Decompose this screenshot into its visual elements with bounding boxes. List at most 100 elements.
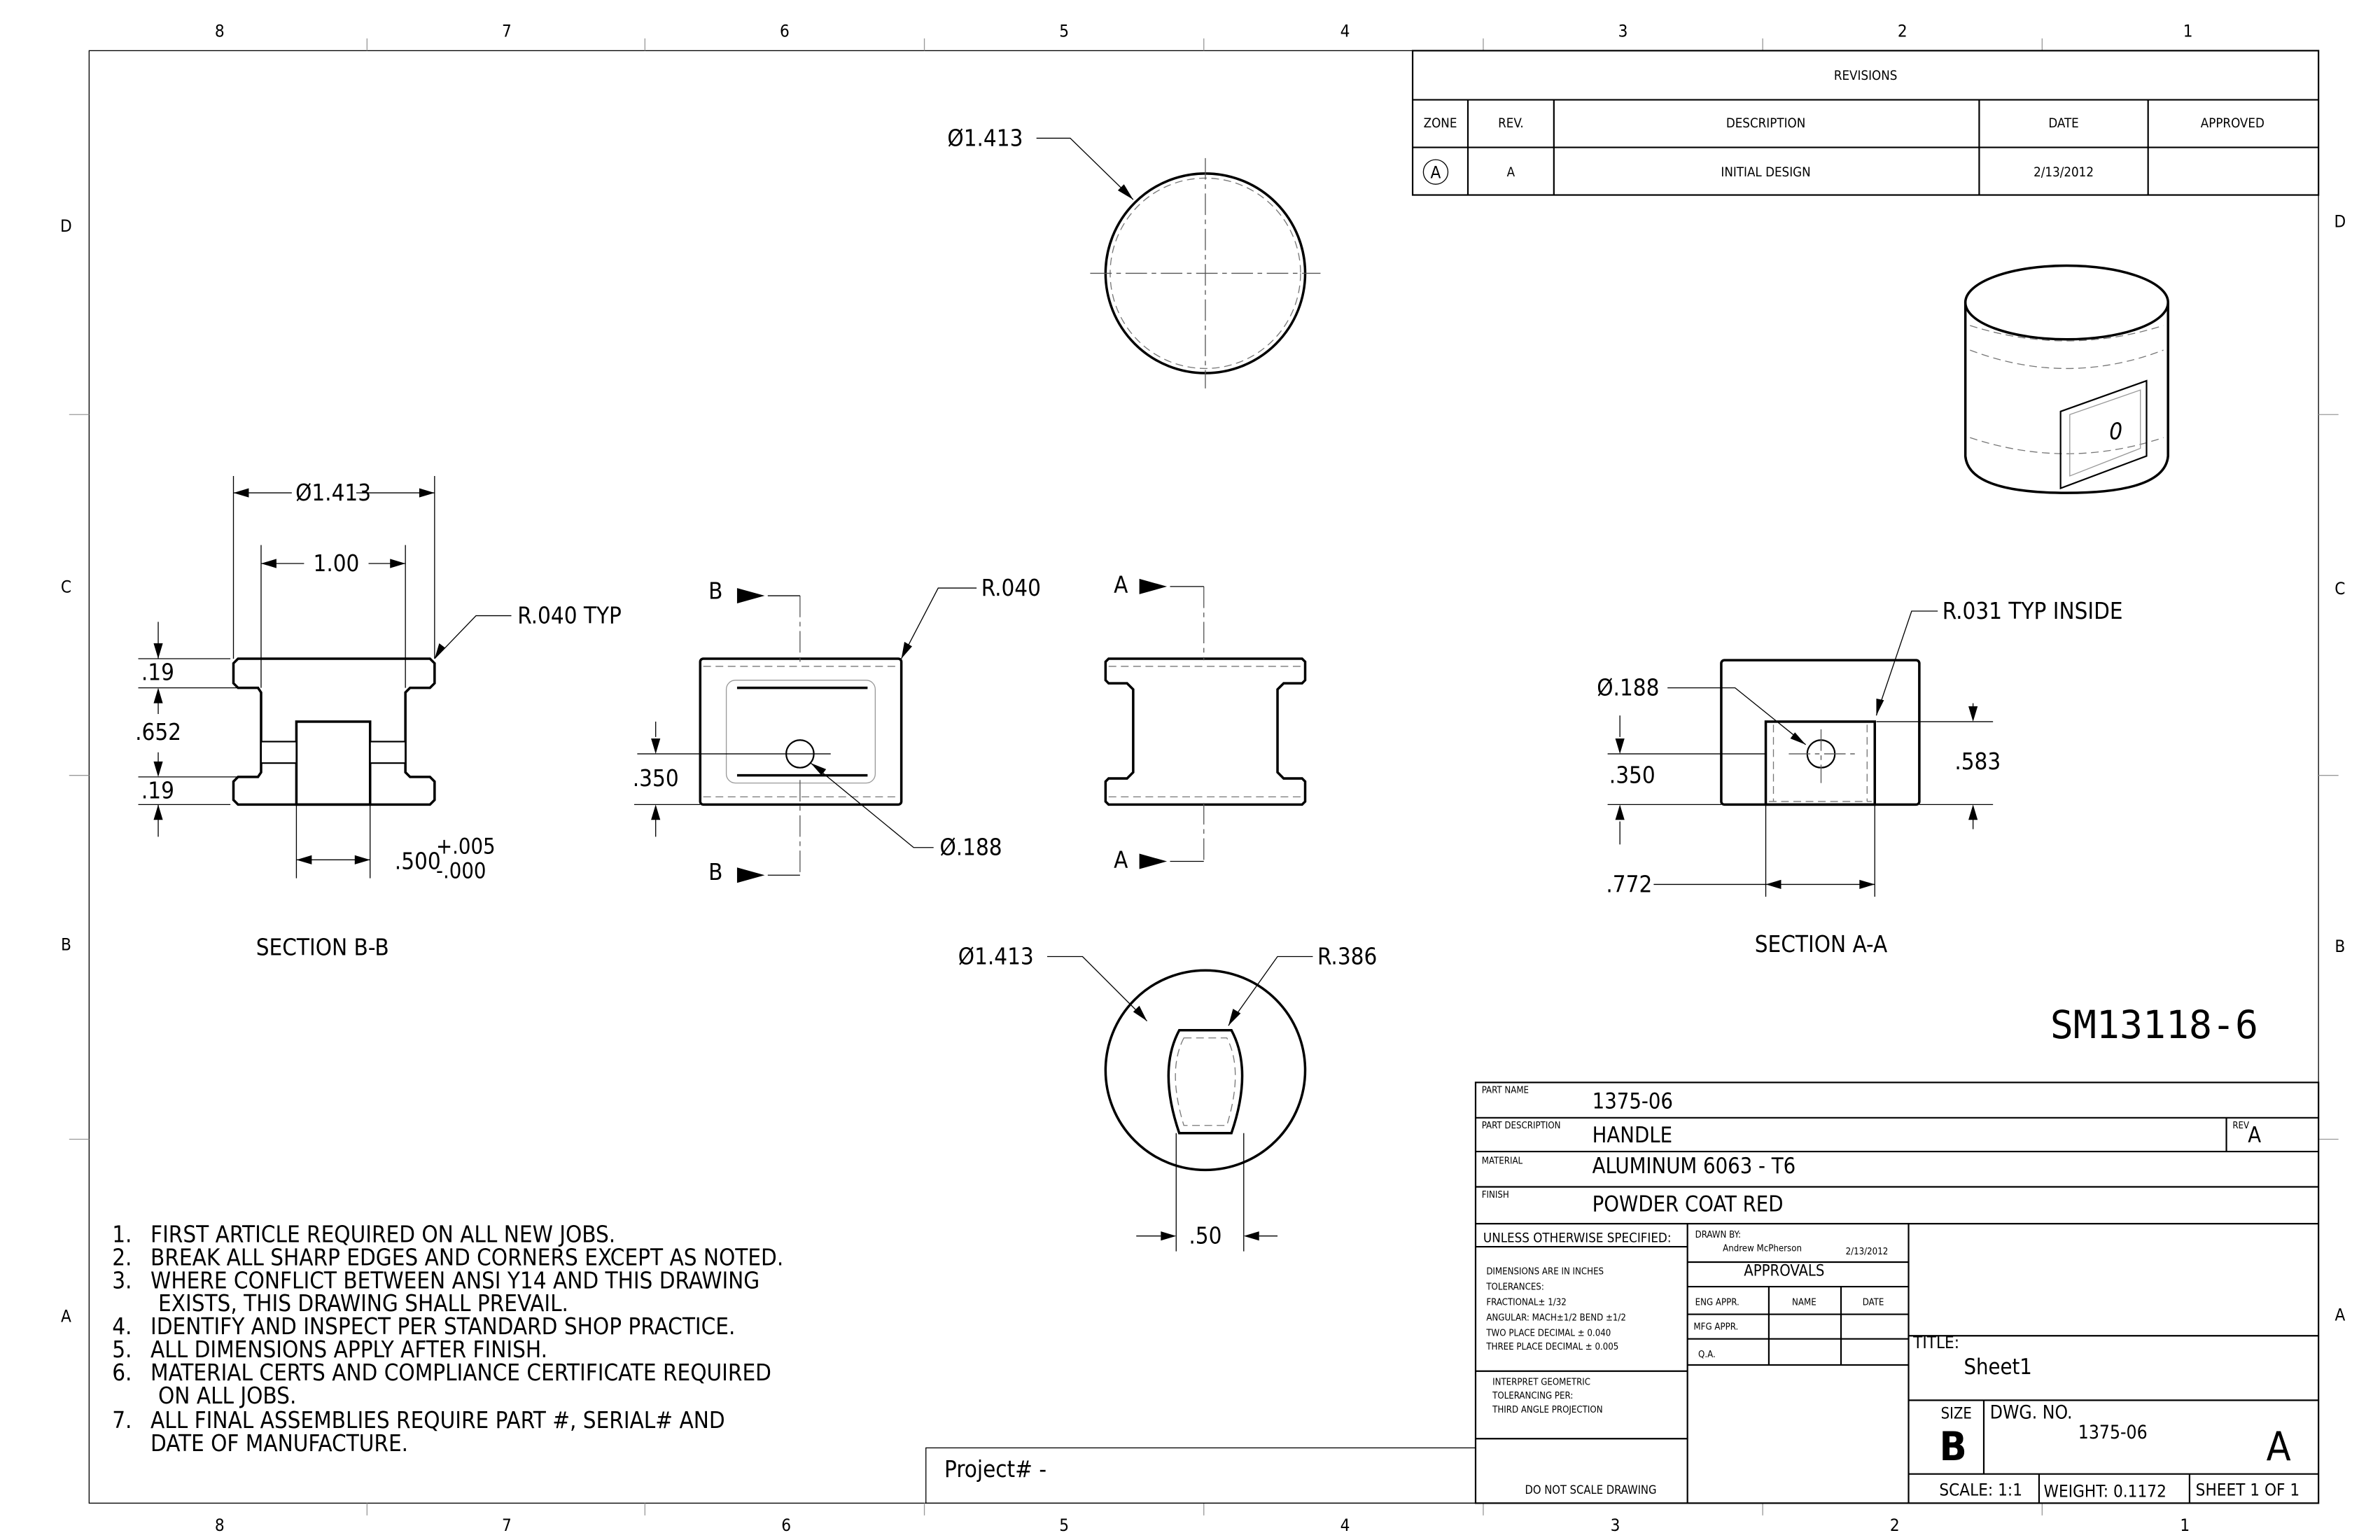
revisions-table: REVISIONS ZONE REV. DESCRIPTION DATE APP… xyxy=(1411,50,2320,196)
approval-row: Q.A. xyxy=(1698,1350,1716,1360)
isometric-view: 0 xyxy=(1963,264,2169,494)
zone-col: 6 xyxy=(781,1516,791,1535)
iso-hole-mark: 0 xyxy=(2109,417,2122,444)
note-number: 2. xyxy=(112,1243,132,1270)
zone-col: 4 xyxy=(1340,22,1350,41)
note-text: IDENTIFY AND INSPECT PER STANDARD SHOP P… xyxy=(150,1312,735,1340)
dwg-no: 1375-06 xyxy=(2078,1422,2148,1443)
note-text: DATE OF MANUFACTURE. xyxy=(150,1429,408,1457)
section-aa-label: SECTION A-A xyxy=(1755,930,1888,958)
zone-labels: 8 7 6 5 4 3 2 1 8 7 6 5 4 3 2 1 D C B A … xyxy=(60,22,2346,1535)
note-number: 6. xyxy=(112,1359,132,1386)
approval-header: NAME xyxy=(1792,1297,1816,1308)
part-name-label: PART NAME xyxy=(1482,1086,1529,1096)
rev-header-approved: APPROVED xyxy=(2201,116,2264,131)
zone-col: 2 xyxy=(1898,22,1907,41)
zone-row: A xyxy=(2334,1305,2345,1324)
tolerance-line: THREE PLACE DECIMAL ± 0.005 xyxy=(1485,1342,1618,1352)
aa-hole-dia-dim: Ø.188 xyxy=(1597,674,1659,701)
zone-col: 6 xyxy=(780,22,790,41)
section-a-a: Ø.188 .350 .583 .772 R.031 TYP INSIDE SE… xyxy=(1597,597,2122,958)
finish: POWDER COAT RED xyxy=(1592,1193,1784,1217)
aa-cavity-width-dim: .772 xyxy=(1606,870,1652,897)
tolerance-line: TOLERANCES: xyxy=(1485,1282,1544,1292)
note-text: ALL FINAL ASSEMBLIES REQUIRE PART #, SER… xyxy=(150,1406,725,1434)
drawn-by-label: DRAWN BY: xyxy=(1695,1230,1741,1240)
side-view: A A xyxy=(1104,571,1307,873)
top-view: Ø1.413 xyxy=(947,124,1321,388)
zone-col: 2 xyxy=(1890,1516,1900,1535)
project-number: Project# - xyxy=(944,1455,1046,1483)
zone-row: D xyxy=(2334,212,2346,232)
bottom-view: Ø1.413 R.386 .50 xyxy=(958,942,1377,1252)
rev-rev: A xyxy=(1507,165,1516,180)
zone-row: B xyxy=(61,935,71,955)
sheet: SHEET 1 OF 1 xyxy=(2196,1480,2300,1499)
part-number-large: SM13118-6 xyxy=(2050,1002,2258,1047)
front-radius-note: R.040 xyxy=(981,574,1041,601)
approval-row: MFG APPR. xyxy=(1693,1322,1738,1333)
zone-col: 7 xyxy=(502,22,512,41)
bb-web-dim: .652 xyxy=(135,718,181,746)
bb-flange-bottom-dim: .19 xyxy=(141,777,174,804)
note-text: FIRST ARTICLE REQUIRED ON ALL NEW JOBS. xyxy=(150,1220,615,1247)
cut-line-b-bottom: B xyxy=(708,858,722,886)
note-text: ON ALL JOBS. xyxy=(158,1382,296,1409)
zone-row: C xyxy=(2334,579,2345,598)
interpret-line: INTERPRET GEOMETRIC xyxy=(1492,1377,1590,1387)
size-label: SIZE xyxy=(1941,1406,1972,1423)
tolerance-line: DIMENSIONS ARE IN INCHES xyxy=(1486,1267,1604,1278)
interpret-line: TOLERANCING PER: xyxy=(1492,1391,1573,1401)
note-text: MATERIAL CERTS AND COMPLIANCE CERTIFICAT… xyxy=(150,1359,771,1386)
cut-line-a-top: A xyxy=(1114,571,1128,598)
drawn-by: Andrew McPherson xyxy=(1723,1244,1802,1254)
tolerance-line: ANGULAR: MACH±1/2 BEND ±1/2 xyxy=(1486,1312,1626,1323)
rev-description: INITIAL DESIGN xyxy=(1721,165,1810,180)
front-hole-dia-dim: Ø.188 xyxy=(939,834,1002,861)
top-dia-dim: Ø1.413 xyxy=(947,124,1023,151)
aa-hole-height-dim: .350 xyxy=(1609,762,1656,789)
part-name: 1375-06 xyxy=(1592,1090,1673,1114)
revisions-title: REVISIONS xyxy=(1834,69,1898,83)
finish-label: FINISH xyxy=(1482,1190,1509,1200)
title-label: TITLE: xyxy=(1912,1333,1959,1352)
rev-date: 2/13/2012 xyxy=(2033,165,2094,180)
drawn-date: 2/13/2012 xyxy=(1846,1247,1889,1257)
rev-value: A xyxy=(2248,1124,2261,1148)
zone-col: 3 xyxy=(1618,22,1628,41)
bb-width-dim: 1.00 xyxy=(314,550,360,577)
dwg-rev: A xyxy=(2267,1424,2291,1470)
aa-radius-note: R.031 TYP INSIDE xyxy=(1942,597,2123,624)
rev-zone: A xyxy=(1431,162,1441,182)
weight: WEIGHT: 0.1172 xyxy=(2044,1482,2166,1502)
approval-header: DATE xyxy=(1863,1297,1884,1308)
note-text: BREAK ALL SHARP EDGES AND CORNERS EXCEPT… xyxy=(150,1243,783,1270)
zone-col: 1 xyxy=(2180,1516,2190,1535)
approvals-title: APPROVALS xyxy=(1744,1263,1824,1280)
rev-header-rev: REV. xyxy=(1498,116,1524,131)
bottom-dia-dim: Ø1.413 xyxy=(958,942,1034,969)
zone-col: 7 xyxy=(502,1516,512,1535)
bb-dia-dim: Ø1.413 xyxy=(295,479,371,506)
note-text: WHERE CONFLICT BETWEEN ANSI Y14 AND THIS… xyxy=(150,1266,760,1294)
cut-line-a-bottom: A xyxy=(1114,846,1128,873)
zone-col: 8 xyxy=(215,22,225,41)
zone-col: 3 xyxy=(1611,1516,1620,1535)
bb-tol-minus: -.000 xyxy=(436,860,486,884)
zone-row: C xyxy=(61,578,71,597)
material-label: MATERIAL xyxy=(1482,1156,1523,1167)
approval-header: ENG APPR. xyxy=(1695,1297,1740,1308)
bb-flange-top-dim: .19 xyxy=(141,659,174,686)
scale: SCALE: 1:1 xyxy=(1939,1480,2022,1499)
zone-row: A xyxy=(61,1307,71,1326)
rev-header-date: DATE xyxy=(2048,116,2078,131)
bottom-radius-dim: R.386 xyxy=(1317,942,1377,969)
section-bb-label: SECTION B-B xyxy=(256,933,389,960)
cut-line-b-top: B xyxy=(708,577,722,604)
rev-label: REV xyxy=(2232,1121,2249,1131)
tolerance-line: FRACTIONAL± 1/32 xyxy=(1486,1297,1566,1308)
zone-circle xyxy=(1422,159,1449,185)
size-value: B xyxy=(1940,1424,1967,1470)
dwg-no-label: DWG. NO. xyxy=(1990,1403,2073,1424)
